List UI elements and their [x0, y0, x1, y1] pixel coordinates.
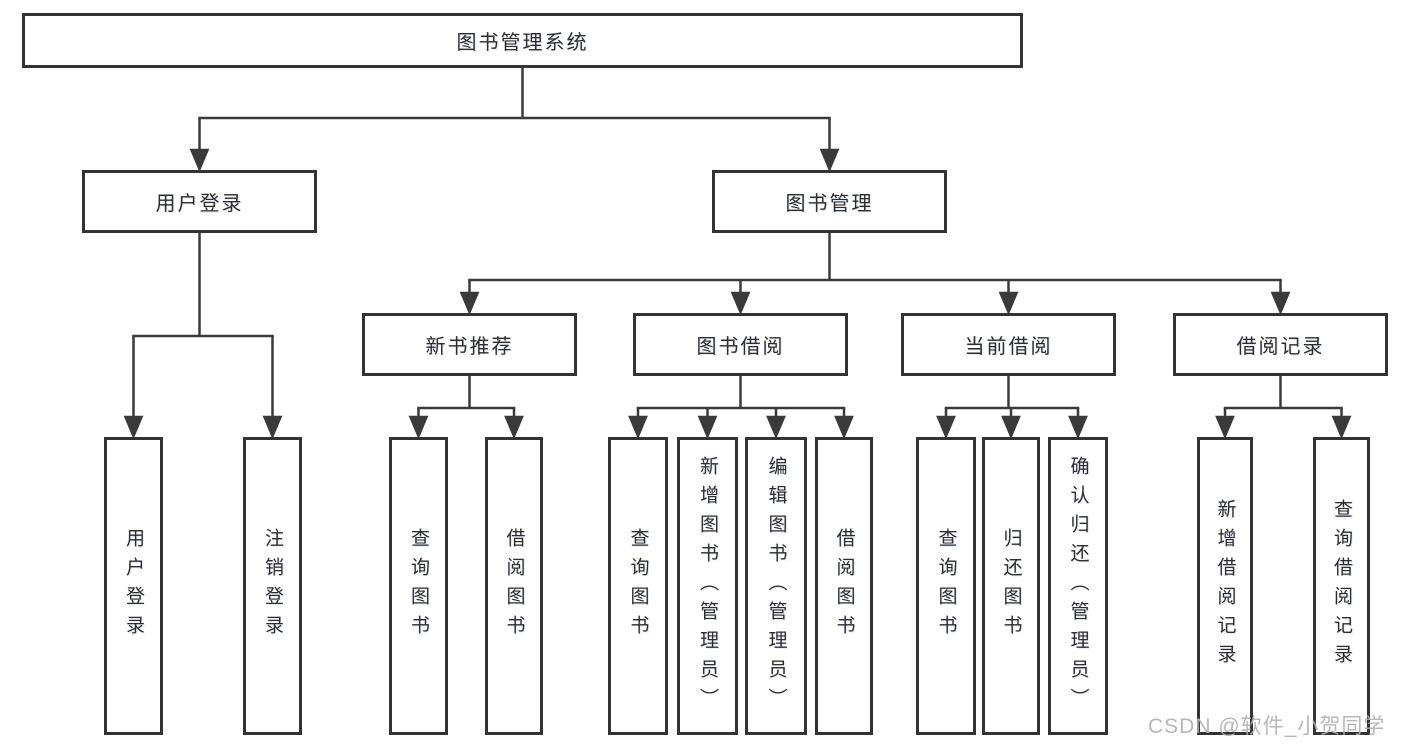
- node-label: 注销登录: [262, 528, 283, 644]
- node-label: 新增借阅记录: [1214, 499, 1236, 673]
- node-rec_borrow_book: 借阅图书: [485, 437, 543, 735]
- node-label: 新书推荐: [425, 336, 514, 358]
- node-label: 查询借阅记录: [1331, 499, 1352, 673]
- node-label: 用户登录: [155, 193, 244, 215]
- node-book_mgmt: 图书管理: [712, 170, 947, 233]
- node-label: 当前借阅: [964, 336, 1053, 358]
- node-rec_query_book: 查询图书: [389, 437, 448, 735]
- node-leaf_user_login: 用户登录: [104, 437, 163, 735]
- node-label: 查询图书: [627, 528, 649, 644]
- node-borrow_record: 借阅记录: [1173, 313, 1388, 376]
- node-label: 归还图书: [1000, 528, 1022, 644]
- node-label: 编辑图书（管理员）: [765, 455, 787, 717]
- node-bb_add_book: 新增图书（管理员）: [677, 437, 738, 735]
- node-bb_borrow_book: 借阅图书: [815, 437, 873, 735]
- node-label: 图书管理系统: [456, 32, 589, 54]
- node-label: 图书管理: [785, 193, 874, 215]
- watermark-text: CSDN @软件_小贺同学: [1148, 715, 1386, 738]
- node-cb_confirm_return: 确认归还（管理员）: [1048, 437, 1108, 735]
- node-leaf_logout: 注销登录: [243, 437, 302, 735]
- node-br_query_record: 查询借阅记录: [1313, 437, 1370, 735]
- node-label: 借阅图书: [833, 528, 855, 644]
- node-bb_edit_book: 编辑图书（管理员）: [745, 437, 807, 735]
- node-label: 借阅图书: [503, 528, 525, 644]
- node-book_borrow: 图书借阅: [633, 313, 848, 376]
- node-label: 查询图书: [408, 528, 429, 644]
- node-cb_query_book: 查询图书: [916, 437, 976, 735]
- node-current_borrow: 当前借阅: [901, 313, 1116, 376]
- node-label: 用户登录: [123, 528, 144, 644]
- node-new_book_rec: 新书推荐: [362, 313, 577, 376]
- node-br_add_record: 新增借阅记录: [1197, 437, 1253, 735]
- node-cb_return_book: 归还图书: [982, 437, 1040, 735]
- node-label: 确认归还（管理员）: [1067, 455, 1089, 717]
- node-label: 图书借阅: [696, 336, 785, 358]
- node-bb_query_book: 查询图书: [608, 437, 668, 735]
- node-label: 新增图书（管理员）: [697, 455, 718, 717]
- node-label: 借阅记录: [1236, 336, 1325, 358]
- node-user_login: 用户登录: [82, 170, 317, 233]
- node-root: 图书管理系统: [22, 13, 1023, 68]
- node-label: 查询图书: [935, 528, 957, 644]
